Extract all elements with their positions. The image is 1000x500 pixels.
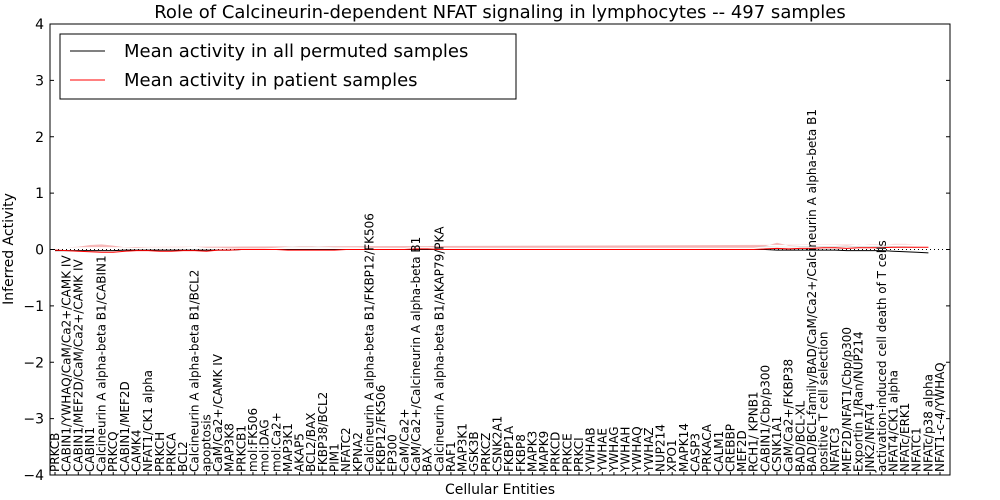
x-tick-label: mol:DAG [258, 419, 272, 472]
x-tick-label: YWHAG [607, 426, 621, 473]
x-tick-label: PRKCB [48, 433, 62, 472]
y-tick-label: 2 [35, 130, 44, 146]
x-tick-label: apoptosis [199, 414, 213, 472]
x-tick-label: MEF2D [735, 430, 749, 472]
x-tick-label: FKBP1A [502, 425, 516, 472]
x-tick-label: PIM1 [327, 443, 341, 472]
x-tick-label: BCL2 [176, 441, 190, 472]
x-tick-label: Calcineurin A alpha-beta B1/BCL2 [188, 270, 202, 472]
x-tick-label: NFATc/p38 alpha [921, 374, 935, 472]
x-tick-label: YWHAH [619, 427, 633, 473]
x-tick-label: PRKCD [549, 432, 563, 472]
x-tick-label: NFAT4/CK1 alpha [886, 370, 900, 472]
x-tick-label: NFATC1 [910, 427, 924, 472]
y-tick-label: 4 [35, 17, 44, 33]
y-axis-label: Inferred Activity [1, 193, 17, 305]
x-tick-label: MAP3K8 [223, 423, 237, 472]
x-tick-label: YWHAB [584, 427, 598, 473]
x-tick-label: CSNK1A1 [770, 416, 784, 472]
x-tick-label: CaM/Ca2+/CAMK IV [211, 353, 225, 472]
x-tick-label: PRKCE [560, 433, 574, 472]
chart-title: Role of Calcineurin-dependent NFAT signa… [154, 2, 846, 23]
x-tick-label: mol:Ca2+ [269, 412, 283, 472]
x-tick-label: FKBP38/BCL2 [316, 392, 330, 472]
x-tick-label: Calcineurin A alpha-beta B1/FKBP12/FK506 [362, 213, 376, 472]
x-tick-label: NFAT1-c-4/YWHAQ [933, 362, 947, 472]
x-tick-label: CALM1 [712, 431, 726, 472]
x-tick-label: mol:FK506 [246, 408, 260, 472]
x-tick-label: MAPK9 [537, 431, 551, 472]
x-tick-label: CaM/Ca2+/Calcineurin A alpha-beta B1 [409, 237, 423, 472]
x-tick-label: CABIN1/MEF2D/CaM/Ca2+/CAMK IV [71, 258, 85, 472]
series-band-1 [55, 242, 929, 249]
plot-area: −4 −3 −2 −1 0 1 2 3 4PRKCBCABIN1/YWHAQ/CaM/Ca2+/… [23, 17, 951, 484]
y-tick-label: 3 [35, 73, 44, 89]
x-tick-label: BAD/BCL-family/BAD/CaM/Ca2+/Calcineurin … [805, 109, 819, 472]
x-tick-label: CASP3 [688, 433, 702, 472]
x-tick-label: GSK3B [467, 431, 481, 472]
x-tick-label: RCH1/ KPNB1 [747, 391, 761, 472]
x-tick-label: CSNK2A1 [491, 416, 505, 472]
x-tick-label: CaM/Ca2+ [397, 408, 411, 472]
x-tick-label: YWHAE [595, 428, 609, 473]
x-tick-label: CABIN1/MEF2D [118, 381, 132, 472]
x-tick-label: MAPK14 [677, 423, 691, 472]
x-tick-label: NFATc/ERK1 [898, 403, 912, 472]
x-tick-label: CAMK4 [130, 430, 144, 472]
x-tick-label: EP300 [386, 434, 400, 472]
x-tick-label: Calcineurin A alpha-beta B1/CABIN1 [95, 255, 109, 472]
series-line-1 [54, 246, 929, 253]
x-tick-label: NFATC2 [339, 427, 353, 472]
x-tick-label: BAD/BCL-XL [793, 400, 807, 472]
x-tick-label: YWHAZ [642, 427, 656, 473]
x-tick-label: PRKCZ [479, 433, 493, 472]
x-tick-label: Calcineurin A alpha-beta B1/AKAP79/PKA [432, 226, 446, 472]
y-tick-label: −4 [23, 468, 44, 484]
series-line-0 [55, 249, 929, 254]
y-tick-label: 1 [35, 186, 44, 202]
x-tick-label: NUP214 [654, 424, 668, 472]
x-tick-label: positive T cell selection [817, 332, 831, 472]
x-tick-label: activation-induced cell death of T cells [875, 240, 889, 472]
legend-box [59, 33, 517, 100]
x-tick-label: NFAT1/CK1 alpha [141, 370, 155, 472]
x-tick-label: MAP3K1 [281, 423, 295, 472]
x-tick-label: PRKACA [700, 423, 714, 472]
y-tick-label: −3 [23, 412, 44, 428]
x-tick-label: CABIN1 [83, 427, 97, 472]
x-tick-label: FKBP12/FK506 [374, 385, 388, 472]
x-tick-label: CABIN1/YWHAQ/CaM/Ca2+/CAMK IV [60, 255, 74, 472]
x-tick-label: YWHAQ [630, 426, 644, 473]
legend: Mean activity in all permuted samplesMea… [59, 33, 517, 100]
x-tick-label: CREBBP [723, 424, 737, 472]
x-tick-label: PRKCA [164, 432, 178, 472]
legend-label-0: Mean activity in all permuted samples [124, 41, 468, 62]
x-tick-label: MEF2D/NFAT1/Cbp/p300 [840, 327, 854, 472]
x-tick-label: PRKCI [572, 437, 586, 472]
x-tick-label: BCL2/BAX [304, 413, 318, 472]
x-tick-label: CaM/Ca2+/FKBP38 [782, 359, 796, 472]
legend-label-1: Mean activity in patient samples [124, 70, 418, 91]
x-tick-label: Exportin 1/Ran/NUP214 [851, 331, 865, 472]
x-tick-label: BAX [421, 447, 435, 472]
x-tick-label: JNK2/NFAT4 [863, 403, 877, 473]
x-tick-label: PRKCH [153, 432, 167, 472]
x-tick-label: NFATC3 [828, 427, 842, 472]
x-tick-label: PRKCB1 [234, 425, 248, 472]
x-tick-label: MAP3K1 [456, 423, 470, 472]
x-tick-label: CABIN1/Cbp/p300 [758, 365, 772, 472]
x-tick-label: AKAP5 [293, 433, 307, 472]
y-tick-label: −1 [23, 299, 44, 315]
x-tick-label: RAF1 [444, 441, 458, 472]
x-tick-label: FKBP8 [514, 434, 528, 472]
x-axis-label: Cellular Entities [445, 482, 555, 498]
x-tick-label: MAPK3 [525, 431, 539, 472]
x-tick-label: XPO1 [665, 439, 679, 472]
y-tick-label: −2 [23, 355, 44, 371]
y-tick-label: 0 [35, 243, 44, 259]
x-tick-label: KPNA2 [351, 432, 365, 472]
x-tick-label: PRKCQ [106, 431, 120, 472]
